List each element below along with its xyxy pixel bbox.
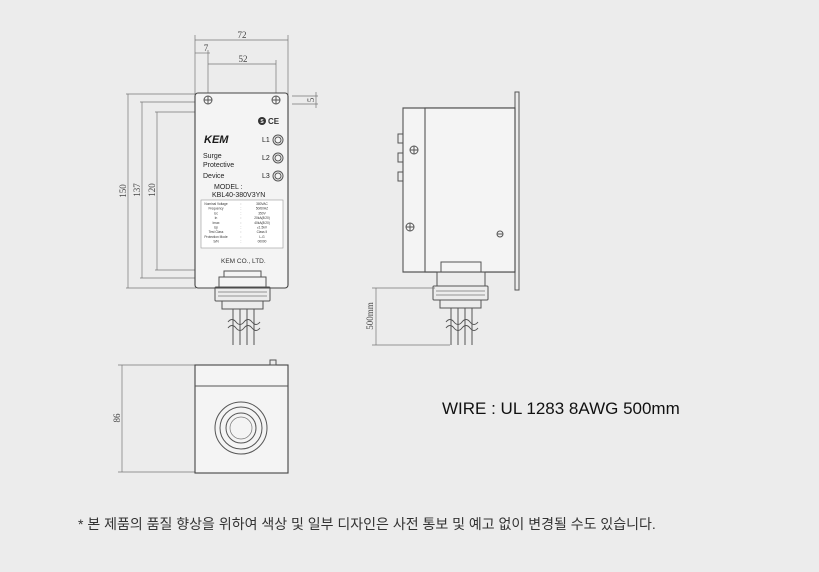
cable-gland-front: [214, 270, 271, 345]
device-label-line3: Device: [203, 173, 225, 180]
dim-depth: 86: [112, 413, 122, 423]
dim-width: 72: [238, 30, 247, 40]
spec-table-cell: :: [241, 221, 242, 225]
spec-table-cell: :: [241, 202, 242, 206]
spec-table-cell: L-G: [259, 235, 265, 239]
dim-cable-length: 500mm: [365, 302, 375, 330]
spec-table: Nominal Voltage: 380VAC Frequency: 50/60HZ U…: [204, 202, 269, 244]
spec-table-cell: :: [241, 211, 242, 215]
device-label-line1: Surge: [203, 153, 222, 160]
spec-table-cell: Nominal Voltage: [204, 202, 227, 206]
spec-plate: [200, 199, 284, 249]
lamp-label-l3: L3: [262, 173, 270, 180]
screw-icon: [405, 222, 415, 232]
model-value: KBL40-380V3YN: [212, 192, 265, 199]
spec-table-cell: 380VAC: [256, 202, 268, 206]
side-view: 500mm: [365, 91, 520, 346]
dim-inner: 7: [204, 43, 209, 53]
spec-table-cell: 50/60HZ: [256, 207, 268, 211]
spec-table-cell: In: [215, 216, 218, 220]
spec-table-cell: S/N: [213, 240, 219, 244]
wire-specification: WIRE : UL 1283 8AWG 500mm: [442, 399, 680, 418]
spec-table-cell: 40kA(8/20): [254, 221, 270, 225]
dim-height-120: 120: [147, 183, 157, 197]
spec-table-cell: Class II: [257, 230, 268, 234]
spec-table-cell: :: [241, 226, 242, 230]
ce-mark-icon: CE: [268, 117, 280, 126]
safety-mark-icon: S: [258, 117, 266, 125]
spec-table-cell: :: [241, 216, 242, 220]
screw-icon: [203, 95, 213, 105]
spec-table-cell: 350V: [258, 211, 266, 215]
spec-table-cell: :: [241, 240, 242, 244]
dim-height-150: 150: [118, 184, 128, 198]
dim-height-137: 137: [132, 183, 142, 197]
spec-table-cell: Frequency: [208, 207, 223, 211]
dim-offset: 5: [306, 97, 316, 102]
lamp-label-l2: L2: [262, 155, 270, 162]
svg-text:S: S: [260, 119, 264, 125]
cable-gland-side: [432, 261, 489, 345]
indicator-lamp-icon: [272, 134, 284, 146]
spec-table-cell: ≤1.5kV: [257, 226, 268, 230]
spec-table-cell: Protection Mode: [204, 235, 227, 239]
spec-table-cell: Up: [214, 226, 218, 230]
bottom-view: 86: [112, 359, 289, 474]
spec-table-cell: 00000: [258, 240, 267, 244]
screw-icon: [409, 145, 419, 155]
manufacturer-label: KEM CO., LTD.: [221, 258, 266, 265]
lamp-label-l1: L1: [262, 137, 270, 144]
device-label-line2: Protective: [203, 162, 234, 169]
spec-table-cell: Uc: [214, 211, 218, 215]
screw-icon: [271, 95, 281, 105]
disclaimer-footnote: * 본 제품의 품질 향상을 위하여 색상 및 일부 디자인은 사전 통보 및 …: [78, 516, 656, 532]
enclosure-bottom: [194, 364, 289, 474]
spec-table-cell: 20kA(8/20): [254, 216, 270, 220]
spec-table-cell: :: [241, 230, 242, 234]
spec-table-cell: :: [241, 207, 242, 211]
spec-table-cell: :: [241, 235, 242, 239]
front-view: 72 7 52 5 150 137 120: [118, 30, 318, 345]
spec-table-cell: Imax: [213, 221, 220, 225]
dim-hole-spacing: 52: [239, 54, 248, 64]
indicator-lamp-icon: [272, 170, 284, 182]
screw-icon: [496, 230, 504, 238]
indicator-lamp-icon: [272, 152, 284, 164]
spec-table-cell: Test Class: [209, 230, 224, 234]
model-label: MODEL :: [214, 184, 243, 191]
brand-logo: KEM: [204, 134, 229, 146]
